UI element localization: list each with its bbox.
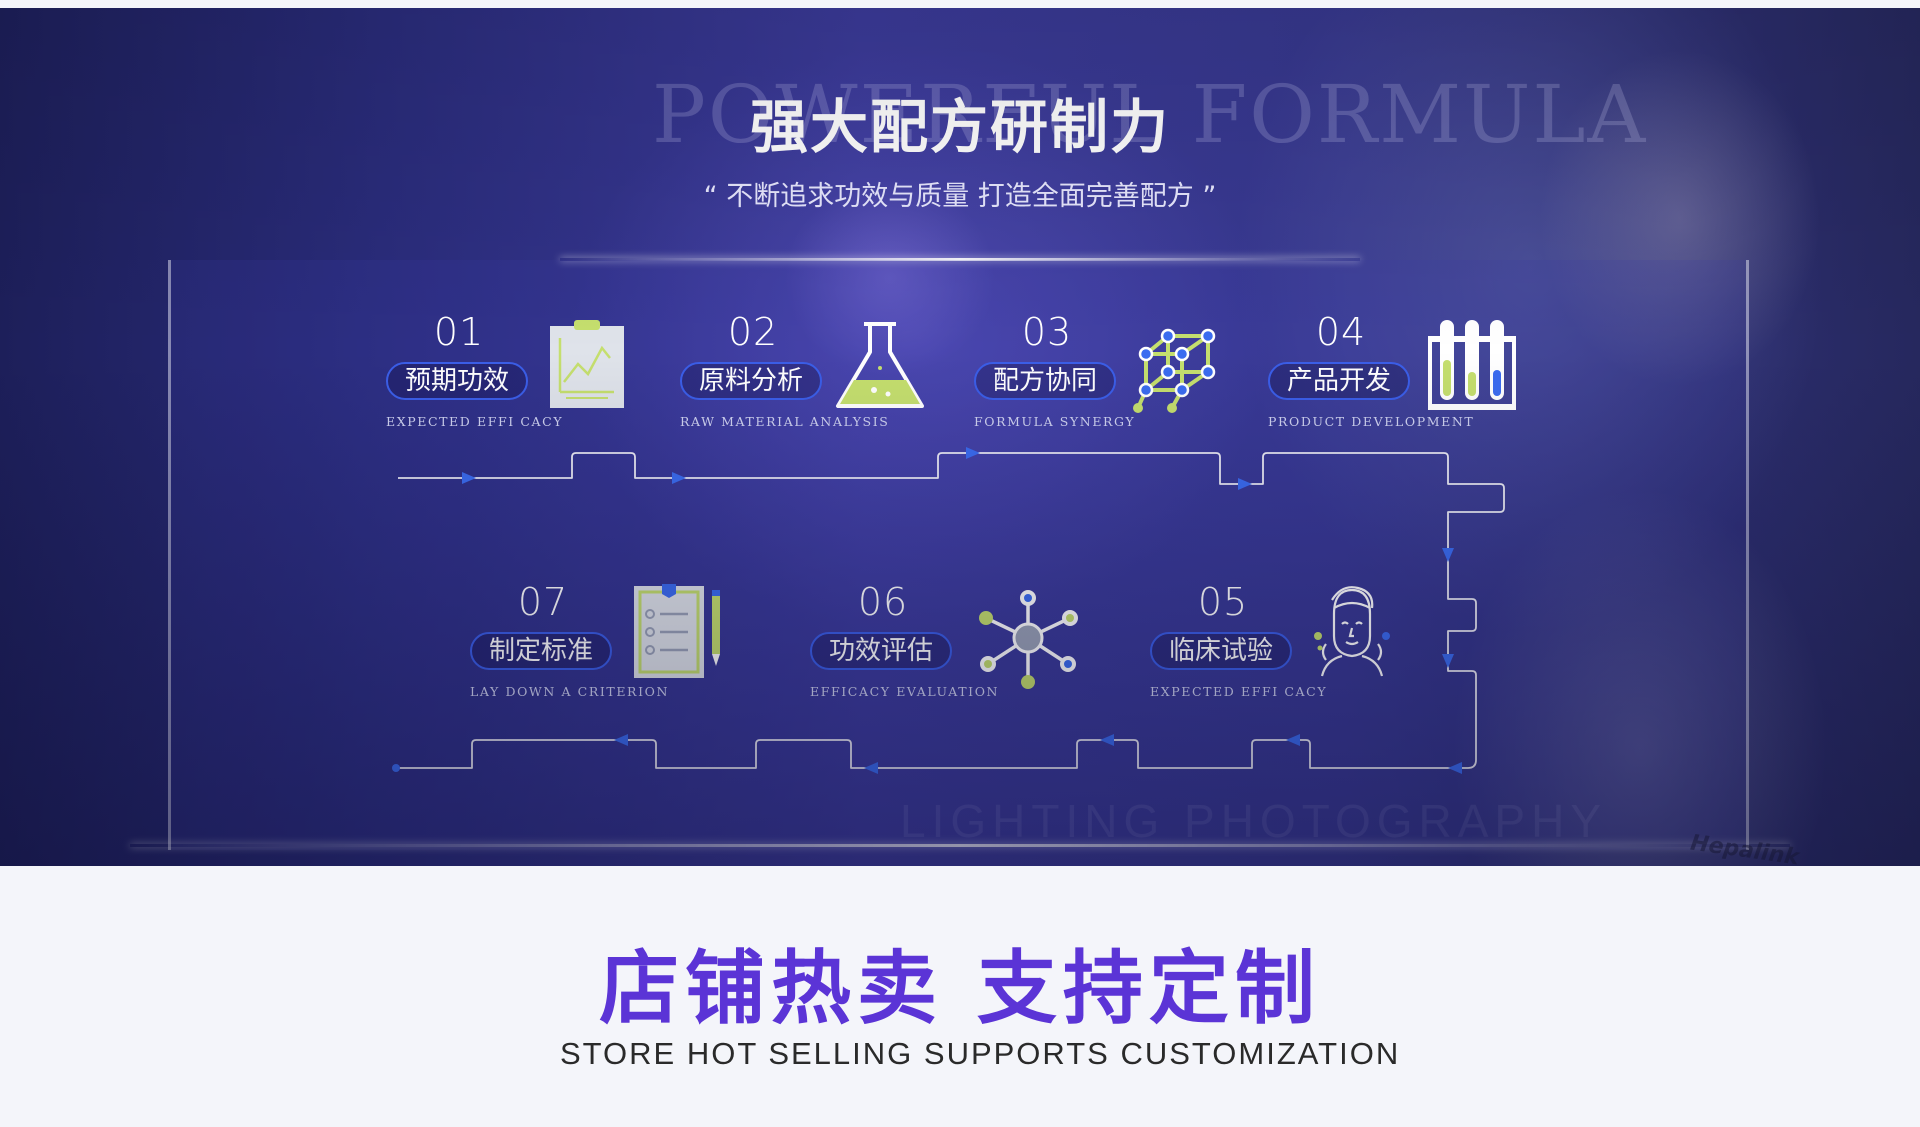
title-divider bbox=[560, 258, 1360, 261]
step-number: 03 bbox=[1021, 310, 1073, 354]
flow-arrow bbox=[1100, 734, 1114, 746]
step-06: 06 功效评估 EFFICACY EVALUATION bbox=[808, 580, 1038, 710]
step-english: RAW MATERIAL ANALYSIS bbox=[680, 414, 890, 429]
step-01: 01 预期功效 EXPECTED EFFI CACY bbox=[384, 310, 614, 440]
step-english: FORMULA SYNERGY bbox=[974, 414, 1136, 429]
flask-icon bbox=[836, 322, 924, 408]
flow-arrow bbox=[864, 762, 878, 774]
flow-arrow bbox=[462, 472, 476, 484]
step-english: EFFICACY EVALUATION bbox=[810, 684, 1000, 699]
step-english: EXPECTED EFFI CACY bbox=[386, 414, 564, 429]
step-number: 04 bbox=[1315, 310, 1367, 354]
cta-subtitle: STORE HOT SELLING SUPPORTS CUSTOMIZATION bbox=[560, 1036, 1401, 1071]
background-scientist bbox=[1380, 8, 1920, 866]
step-04: 04 产品开发 PRODUCT DEVELOPMENT bbox=[1266, 310, 1496, 440]
step-number: 06 bbox=[857, 580, 909, 624]
step-03: 03 配方协同 FORMULA SYNERGY bbox=[972, 310, 1202, 440]
ghost-subtitle: LIGHTING PHOTOGRAPHY bbox=[900, 795, 1608, 847]
hero-banner: POWERFUL FORMULA 强大配方研制力 “ 不断追求功效与质量 打造全… bbox=[0, 8, 1920, 866]
cta-title: 店铺热卖 支持定制 bbox=[599, 942, 1321, 1035]
molecule-network-icon bbox=[979, 590, 1078, 689]
flow-arrow bbox=[1238, 478, 1252, 490]
molecule-cube-icon bbox=[1133, 328, 1216, 413]
process-flow bbox=[392, 447, 1505, 774]
step-label: 制定标准 bbox=[470, 632, 612, 670]
step-number: 02 bbox=[727, 310, 779, 354]
flow-arrow bbox=[1442, 654, 1454, 668]
test-tubes-icon bbox=[1428, 320, 1516, 410]
step-english: EXPECTED EFFI CACY bbox=[1150, 684, 1328, 699]
process-panel bbox=[168, 260, 1749, 850]
flow-arrow bbox=[614, 734, 628, 746]
flow-line-top bbox=[396, 452, 1505, 769]
bottom-divider bbox=[130, 844, 1790, 847]
step-02: 02 原料分析 RAW MATERIAL ANALYSIS bbox=[678, 310, 908, 440]
step-label: 原料分析 bbox=[680, 362, 822, 400]
step-label: 临床试验 bbox=[1150, 632, 1292, 670]
page-title: 强大配方研制力 bbox=[749, 93, 1170, 161]
flow-arrow bbox=[1286, 734, 1300, 746]
step-label: 产品开发 bbox=[1268, 362, 1410, 400]
step-number: 05 bbox=[1197, 580, 1249, 624]
step-label: 配方协同 bbox=[974, 362, 1116, 400]
flow-arrow bbox=[1442, 548, 1454, 562]
checklist-icon bbox=[634, 584, 720, 678]
flow-arrow bbox=[1448, 762, 1462, 774]
page-subtitle: “ 不断追求功效与质量 打造全面完善配方 ” bbox=[703, 181, 1217, 212]
step-05: 05 临床试验 EXPECTED EFFI CACY bbox=[1148, 580, 1378, 710]
flow-arrow bbox=[966, 447, 980, 459]
flow-end-dot bbox=[392, 764, 400, 772]
step-label: 功效评估 bbox=[810, 632, 952, 670]
step-english: PRODUCT DEVELOPMENT bbox=[1268, 414, 1475, 429]
step-number: 01 bbox=[433, 310, 485, 354]
step-label: 预期功效 bbox=[386, 362, 528, 400]
step-number: 07 bbox=[517, 580, 569, 624]
step-english: LAY DOWN A CRITERION bbox=[470, 684, 669, 699]
clipboard-chart-icon bbox=[550, 320, 624, 408]
step-07: 07 制定标准 LAY DOWN A CRITERION bbox=[468, 580, 698, 710]
face-care-icon bbox=[1314, 586, 1390, 677]
flow-arrow bbox=[672, 472, 686, 484]
background-glow bbox=[720, 128, 1060, 428]
